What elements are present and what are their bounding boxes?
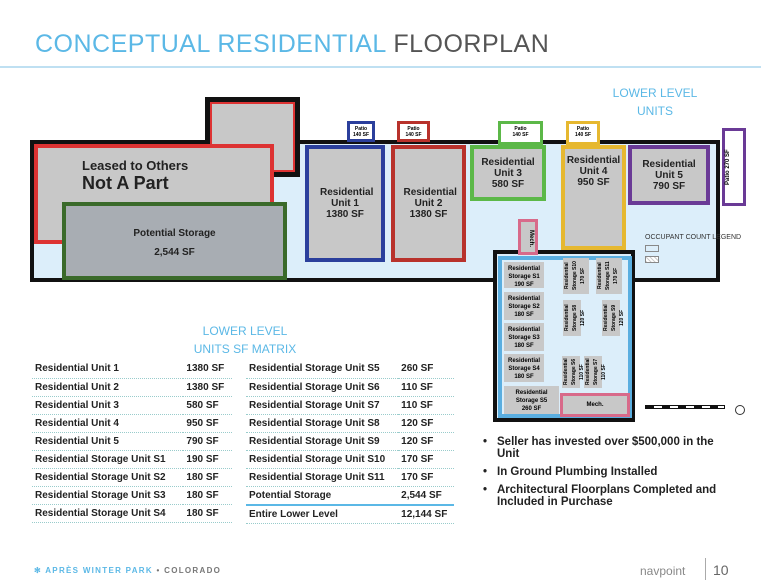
footer-brand: ✻ APRÈS WINTER PARK • COLORADO (34, 566, 222, 575)
list-item: Architectural Floorplans Completed and I… (483, 484, 733, 508)
list-item: In Ground Plumbing Installed (483, 466, 733, 478)
mech-room-lower: Mech. (560, 393, 630, 417)
page-number: 10 (713, 562, 729, 578)
legend-swatch-plain (645, 245, 659, 252)
footer-divider (705, 558, 706, 580)
page-title: CONCEPTUAL RESIDENTIAL FLOORPLAN (35, 30, 550, 58)
list-item: Seller has invested over $500,000 in the… (483, 436, 733, 460)
scale-bar (645, 405, 725, 409)
mech-room-upper: Mech. (518, 219, 538, 255)
navpoint-logo: navpoint (640, 564, 686, 578)
legend-swatch-hatched (645, 256, 659, 263)
north-arrow-icon (735, 405, 745, 415)
bullet-list: Seller has invested over $500,000 in the… (483, 436, 733, 514)
occupant-legend-title: OCCUPANT COUNT LEGEND (645, 234, 742, 241)
title-divider (0, 66, 761, 68)
patio-unit-5: Patio 270 SF (722, 128, 746, 206)
